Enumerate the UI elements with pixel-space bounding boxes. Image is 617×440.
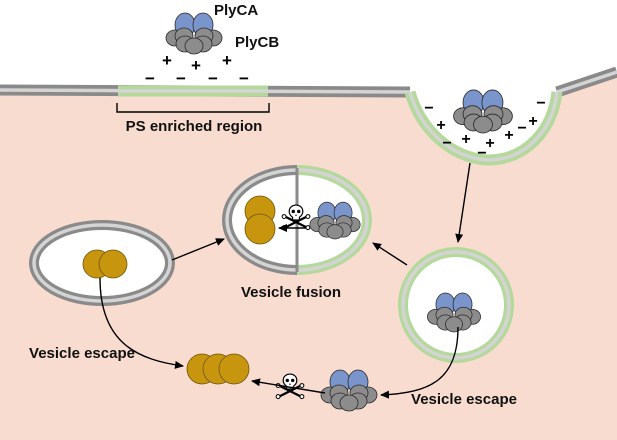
arrow-plyc-to-escaped-bacteria — [251, 378, 326, 394]
positive-charge: + — [528, 113, 537, 130]
positive-charge: + — [504, 127, 513, 144]
ps-region-label: PS enriched region — [126, 118, 263, 135]
vesicle-escape-label-right: Vesicle escape — [411, 391, 517, 408]
arrow-pit-to-endosome — [455, 162, 471, 243]
vesicle-fusion-label: Vesicle fusion — [241, 284, 341, 301]
ps-region-bracket — [116, 103, 270, 113]
negative-charge: − — [424, 100, 433, 117]
surface-charges: + + + − − − − — [145, 51, 249, 88]
plasma-membrane — [0, 66, 617, 98]
negative-charge: − — [477, 145, 486, 162]
negative-charge: − — [145, 69, 155, 88]
arrow-endosome-to-fused — [372, 242, 408, 266]
bacteria-in-vesicle — [82, 249, 128, 279]
negative-charge: − — [176, 69, 186, 88]
positive-charge: + — [461, 131, 470, 148]
plycb-label: PlyCB — [235, 34, 279, 51]
positive-charge: + — [436, 117, 445, 134]
negative-charge: − — [208, 69, 218, 88]
plyc-complex-extracellular — [165, 12, 223, 55]
plyca-label: PlyCA — [214, 2, 258, 19]
negative-charge: − — [536, 95, 545, 112]
pathway-arrows — [99, 162, 471, 399]
positive-charge: + — [222, 51, 232, 70]
pit-charges: − + − + − + + − + − — [424, 95, 545, 162]
arrow-vesicle-escape-bacteria — [99, 277, 184, 369]
arrow-vesicle-to-fused — [171, 238, 225, 261]
positive-charge: + — [485, 135, 494, 152]
endocytic-pit — [404, 90, 563, 166]
positive-charge: + — [162, 51, 172, 70]
bacteria-in-fused-vesicle — [244, 195, 276, 245]
positive-charge: + — [191, 56, 201, 75]
vesicle-escape-label-left: Vesicle escape — [29, 345, 135, 362]
escaped-bacteria — [186, 353, 250, 385]
negative-charge: − — [517, 120, 526, 137]
negative-charge: − — [239, 69, 249, 88]
arrow-endosome-escape-plyc — [380, 326, 459, 399]
negative-charge: − — [442, 135, 451, 152]
